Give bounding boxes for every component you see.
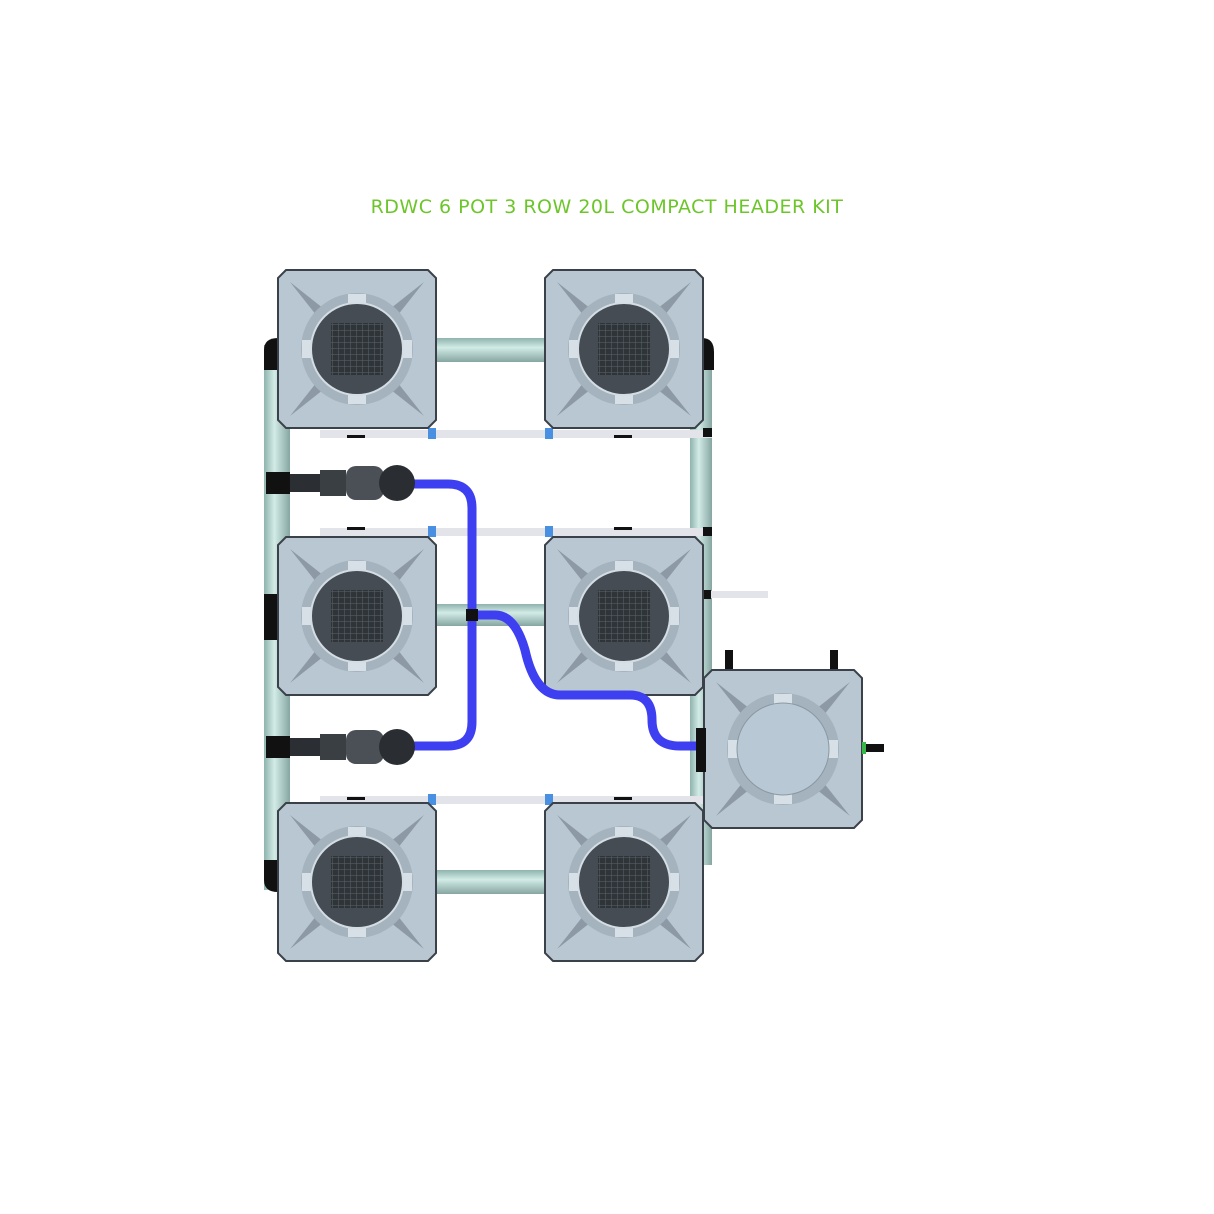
pot-row2-left: [277, 536, 437, 696]
pot-row3-left: [277, 802, 437, 962]
rail-row1: [320, 428, 712, 439]
feed-hose-reservoir: [472, 610, 700, 751]
rail-row2: [320, 526, 712, 537]
left-elbow-top: [264, 338, 278, 370]
overflow-stub-fitting: [703, 590, 711, 599]
hose-tee-fitting: [466, 609, 478, 621]
pump-upper: [266, 465, 415, 501]
diagram-title: RDWC 6 POT 3 ROW 20L COMPACT HEADER KIT: [370, 196, 844, 218]
overflow-stub: [706, 591, 768, 598]
pot-row3-right: [544, 802, 704, 962]
drain-valve: [862, 742, 884, 754]
control-reservoir: [696, 650, 863, 829]
row3-connector-pipe: [436, 870, 546, 894]
pump-lower: [266, 729, 415, 765]
pot-row1-right: [544, 269, 704, 429]
pot-row1-left: [277, 269, 437, 429]
left-elbow-bottom: [264, 860, 278, 892]
row1-connector-pipe: [436, 338, 546, 362]
pot-row2-right: [544, 536, 704, 696]
rail-row3: [320, 794, 712, 805]
right-elbow-top: [702, 338, 714, 370]
net-pot-lid: [310, 302, 404, 396]
